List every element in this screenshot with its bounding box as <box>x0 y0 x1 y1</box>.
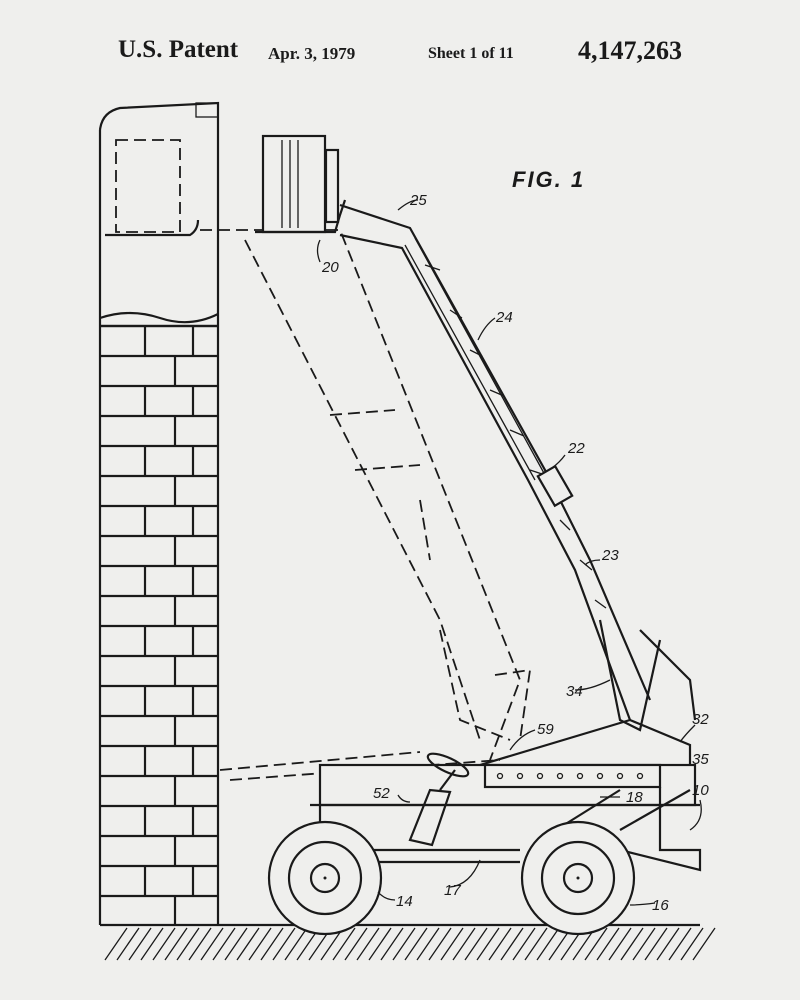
ref-52: 52 <box>373 785 390 802</box>
drawing-stroke <box>128 927 152 961</box>
drawing-stroke <box>104 927 128 961</box>
drawing-stroke <box>668 927 692 961</box>
drawing-stroke <box>620 927 644 961</box>
drawing-stroke <box>380 927 404 961</box>
drawing-stroke <box>140 927 164 961</box>
steering-wheel <box>426 752 470 778</box>
drawing-stroke <box>224 927 248 961</box>
patent-label: U.S. Patent <box>118 36 239 63</box>
ref-17: 17 <box>444 882 461 899</box>
drawing-stroke <box>356 927 380 961</box>
drawing-stroke <box>488 927 512 961</box>
ref-20: 20 <box>321 259 339 276</box>
drawing-stroke <box>212 927 236 961</box>
drawing-stroke <box>428 927 452 961</box>
drawing-stroke <box>320 927 344 961</box>
boom-clamp <box>536 464 574 508</box>
bolt <box>556 772 564 780</box>
drawing-stroke <box>632 927 656 961</box>
seat <box>408 788 452 847</box>
wall-cap <box>195 102 219 118</box>
telescopic-boom <box>339 203 697 732</box>
drawing-stroke <box>164 927 188 961</box>
brick-courses <box>100 324 218 925</box>
ref-35: 35 <box>692 751 709 768</box>
bolt <box>496 772 504 780</box>
ref-24: 24 <box>495 309 513 326</box>
bolt <box>576 772 584 780</box>
drawing-stroke <box>260 927 284 961</box>
drawing-stroke <box>404 927 428 961</box>
bolt <box>636 772 644 780</box>
drawing-stroke <box>332 927 356 961</box>
drawing-stroke <box>272 927 296 961</box>
patent-date: Apr. 3, 1979 <box>268 44 356 63</box>
ground-hatch <box>104 927 716 961</box>
drawing-stroke <box>188 927 212 961</box>
ref-18: 18 <box>626 789 643 806</box>
ref-34: 34 <box>566 683 583 700</box>
building-wall <box>98 101 716 961</box>
ref-16: 16 <box>652 897 669 914</box>
ref-32: 32 <box>692 711 709 728</box>
sheet-number: Sheet 1 of 11 <box>428 45 514 62</box>
drawing-stroke <box>116 927 140 961</box>
drawing-stroke <box>644 927 668 961</box>
drawing-stroke <box>176 927 200 961</box>
drawing-stroke <box>500 927 524 961</box>
drawing-stroke <box>680 927 704 961</box>
drawing-stroke <box>200 927 224 961</box>
drawing-stroke <box>344 927 368 961</box>
drawing-stroke <box>464 927 488 961</box>
drawing-stroke <box>656 927 680 961</box>
drawing-stroke <box>368 927 392 961</box>
drawing-stroke <box>152 927 176 961</box>
drawing-stroke <box>584 927 608 961</box>
ref-59: 59 <box>537 721 554 738</box>
bolt <box>596 772 604 780</box>
drawing-stroke <box>284 927 308 961</box>
boom-lowered-position <box>200 229 532 781</box>
patent-number: 4,147,263 <box>578 36 682 65</box>
ref-23: 23 <box>601 547 619 564</box>
rear-wheel <box>267 820 383 936</box>
vehicle-chassis <box>310 718 702 872</box>
drawing-stroke <box>392 927 416 961</box>
ref-22: 22 <box>567 440 585 457</box>
drawing-stroke <box>512 927 536 961</box>
figure-title: FIG. 1 <box>512 167 585 192</box>
drawing-stroke <box>596 927 620 961</box>
drawing-stroke <box>236 927 260 961</box>
drawing-stroke <box>248 927 272 961</box>
ref-10: 10 <box>692 782 709 799</box>
drawing-stroke <box>692 927 716 961</box>
bolt <box>516 772 524 780</box>
bolt <box>536 772 544 780</box>
front-wheel <box>520 820 636 936</box>
drawing-stroke <box>416 927 440 961</box>
work-platform <box>255 134 347 234</box>
bolt <box>616 772 624 780</box>
drawing-stroke <box>476 927 500 961</box>
drawing-stroke <box>524 927 548 961</box>
ref-14: 14 <box>396 893 413 910</box>
drawing-stroke <box>440 927 464 961</box>
ref-25: 25 <box>409 192 427 209</box>
drawing-stroke <box>536 927 560 961</box>
drawing-stroke <box>608 927 632 961</box>
drawing-stroke <box>452 927 476 961</box>
